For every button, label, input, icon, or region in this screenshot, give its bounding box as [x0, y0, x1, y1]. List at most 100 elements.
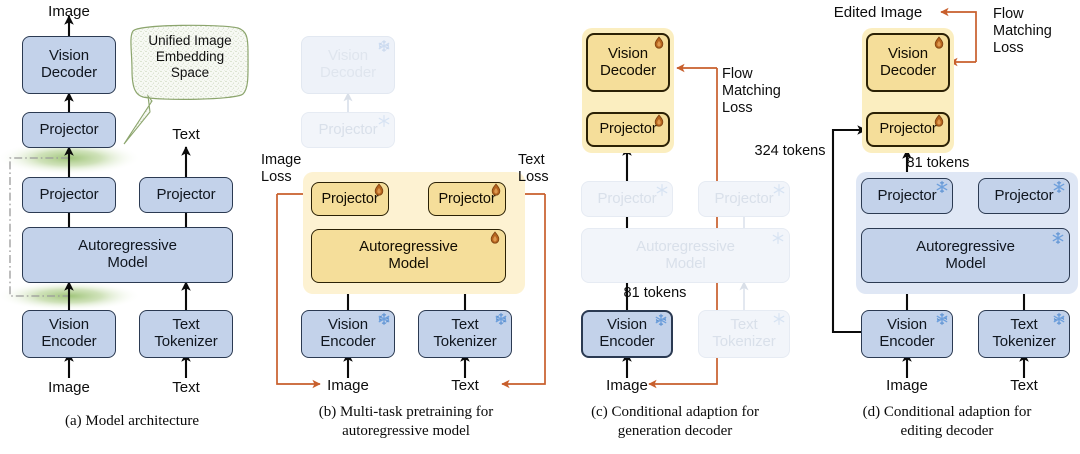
snowflake-icon: [377, 39, 391, 53]
flame-icon: [488, 231, 502, 245]
c-input-image-label: Image: [606, 377, 648, 394]
embedding-glow-top: [0, 141, 141, 175]
d-input-image-label: Image: [886, 377, 928, 394]
snowflake-icon: [377, 114, 391, 128]
d-autoregressive-model-label: Autoregressive Model: [916, 237, 1015, 272]
d-projector-image[interactable]: Projector: [861, 178, 953, 214]
b-image-loss-label: Image Loss: [261, 152, 302, 185]
c-autoregressive-model[interactable]: Autoregressive Model: [581, 228, 790, 283]
d-flow-loss-arrow: [940, 7, 977, 62]
snowflake-icon: [1052, 312, 1066, 326]
c-flow-loss-arrow-top: [648, 68, 718, 389]
caption-c: (c) Conditional adaption for generation …: [591, 404, 759, 439]
d-vision-encoder[interactable]: Vision Encoder: [861, 310, 953, 358]
c-vision-decoder-label: Vision Decoder: [600, 44, 656, 79]
d-projector-text[interactable]: Projector: [978, 178, 1070, 214]
b-input-image-label: Image: [327, 377, 369, 394]
c-projector-text[interactable]: Projector: [698, 181, 790, 217]
c-projector-image[interactable]: Projector: [581, 181, 673, 217]
d-flow-matching-loss-label: Flow Matching Loss: [993, 6, 1052, 56]
b-text-tokenizer[interactable]: Text Tokenizer: [418, 310, 512, 358]
c-projector-image-label: Projector: [597, 189, 657, 207]
d-edited-image-label: Edited Image: [833, 4, 923, 21]
snowflake-icon: [1052, 180, 1066, 194]
flame-icon: [372, 183, 386, 197]
a-text-tokenizer-label: Text Tokenizer: [154, 316, 218, 350]
b-projector-decoder[interactable]: Projector: [301, 112, 395, 148]
b-text-tokenizer-label: Text Tokenizer: [433, 316, 497, 350]
flame-icon: [489, 183, 503, 197]
flame-icon: [652, 36, 666, 50]
a-projector-image-label: Projector: [39, 185, 99, 203]
caption-b: (b) Multi-task pretraining for autoregre…: [318, 404, 494, 439]
d-tokens-324-label: 324 tokens: [754, 143, 826, 159]
b-vision-encoder-label: Vision Encoder: [320, 316, 376, 350]
unified-embedding-cloud-tail: [123, 94, 153, 145]
c-projector-decoder[interactable]: Projector: [586, 112, 670, 147]
b-text-loss-label: Text Loss: [518, 152, 549, 185]
flame-icon: [932, 36, 946, 50]
c-vision-encoder[interactable]: Vision Encoder: [581, 310, 673, 358]
b-image-loss-arrow: [276, 194, 321, 389]
d-vision-encoder-label: Vision Encoder: [879, 316, 935, 350]
b-projector-text-label: Projector: [438, 190, 496, 207]
d-projector-decoder-label: Projector: [879, 121, 937, 138]
snowflake-icon: [654, 313, 668, 327]
snowflake-icon: [1051, 231, 1065, 245]
a-vision-encoder-label: Vision Encoder: [41, 316, 97, 350]
a-autoregressive-model[interactable]: Autoregressive Model: [22, 227, 233, 283]
b-autoregressive-model[interactable]: Autoregressive Model: [311, 229, 506, 283]
d-vision-decoder-label: Vision Decoder: [880, 44, 936, 79]
caption-d: (d) Conditional adaption for editing dec…: [862, 404, 1032, 439]
d-text-tokenizer[interactable]: Text Tokenizer: [978, 310, 1070, 358]
a-input-image-label: Image: [48, 379, 90, 396]
d-input-text-label: Text: [1010, 377, 1038, 394]
snowflake-icon: [771, 231, 785, 245]
b-text-loss-arrow: [501, 194, 546, 389]
flame-icon: [652, 114, 666, 128]
b-input-text-label: Text: [451, 377, 479, 394]
b-projector-image-label: Projector: [321, 190, 379, 207]
d-autoregressive-model[interactable]: Autoregressive Model: [861, 228, 1070, 283]
c-projector-decoder-label: Projector: [599, 121, 657, 138]
a-projector-image[interactable]: Projector: [22, 177, 116, 213]
unified-embedding-label: Unified Image Embedding Space: [148, 33, 232, 81]
a-projector-decoder[interactable]: Projector: [22, 112, 116, 148]
snowflake-icon: [935, 180, 949, 194]
a-projector-text[interactable]: Projector: [139, 177, 233, 213]
b-projector-text[interactable]: Projector: [428, 182, 506, 216]
b-autoregressive-model-label: Autoregressive Model: [359, 238, 458, 272]
snowflake-icon: [377, 312, 391, 326]
flame-icon: [932, 114, 946, 128]
a-projector-decoder-label: Projector: [39, 120, 99, 138]
c-autoregressive-model-label: Autoregressive Model: [636, 237, 735, 272]
a-output-image-label: Image: [48, 3, 90, 20]
a-vision-decoder-label: Vision Decoder: [41, 47, 97, 81]
snowflake-icon: [772, 183, 786, 197]
b-projector-decoder-label: Projector: [318, 120, 378, 138]
a-output-text-label: Text: [172, 126, 200, 143]
a-vision-encoder[interactable]: Vision Encoder: [22, 310, 116, 358]
b-projector-image[interactable]: Projector: [311, 182, 389, 216]
d-vision-decoder[interactable]: Vision Decoder: [866, 33, 950, 92]
snowflake-icon: [935, 312, 949, 326]
a-projector-text-label: Projector: [156, 185, 216, 203]
a-vision-decoder[interactable]: Vision Decoder: [22, 36, 116, 94]
c-text-tokenizer[interactable]: Text Tokenizer: [698, 310, 790, 358]
c-flow-matching-loss-label: Flow Matching Loss: [722, 66, 781, 116]
b-vision-decoder[interactable]: Vision Decoder: [301, 36, 395, 94]
d-tokens-81-label: 81 tokens: [906, 155, 970, 171]
d-projector-decoder[interactable]: Projector: [866, 112, 950, 147]
c-vision-decoder[interactable]: Vision Decoder: [586, 33, 670, 92]
a-text-tokenizer[interactable]: Text Tokenizer: [139, 310, 233, 358]
caption-a: (a) Model architecture: [64, 413, 200, 429]
embedding-bracket: [9, 157, 69, 297]
c-text-tokenizer-label: Text Tokenizer: [712, 316, 776, 350]
b-vision-encoder[interactable]: Vision Encoder: [301, 310, 395, 358]
snowflake-icon: [772, 312, 786, 326]
d-arrow-324-tokens: [831, 125, 868, 334]
snowflake-icon: [494, 312, 508, 326]
d-text-tokenizer-label: Text Tokenizer: [992, 316, 1056, 350]
